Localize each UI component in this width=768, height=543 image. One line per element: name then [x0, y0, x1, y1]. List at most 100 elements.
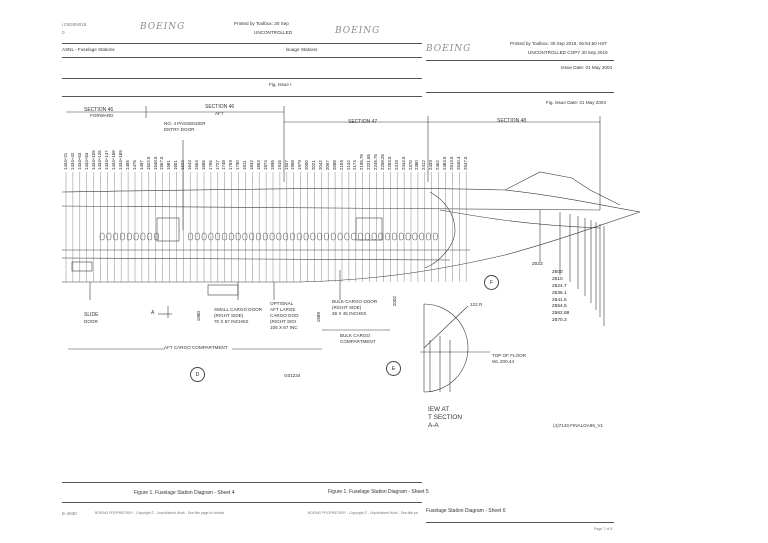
window-mark [419, 232, 425, 241]
ref-code-2: (4)7143.FINALOA95_V1 [553, 423, 604, 428]
station-right-item: 2541.5 [552, 297, 567, 303]
circle-e: E [386, 361, 401, 376]
window-mark [126, 232, 132, 241]
window-mark [296, 232, 302, 241]
window-mark [337, 232, 343, 241]
uncontrolled-2: UNCONTROLLED COPY 30 Sep 2019 [528, 50, 608, 55]
caption-sheet-5: Figure 1. Fuselage Station Diagram - She… [328, 489, 429, 495]
header-rule-5 [426, 92, 614, 93]
window-mark [310, 232, 316, 241]
proprietary-1: BOEING PROPRIETARY - Copyright © - Unpub… [95, 511, 225, 515]
fig-issue-date: Fig. Issue Date: 01 May 2004 [546, 100, 607, 105]
header-rule-3 [426, 60, 614, 61]
station-right-item: 2570.3 [552, 318, 567, 324]
uncontrolled-1: UNCONTROLLED [254, 30, 293, 35]
window-mark [324, 232, 329, 241]
small-cargo-3: 70 X 67 INCHES [214, 319, 249, 324]
boeing-logo-2: BOEING [335, 26, 381, 36]
window-mark [188, 232, 193, 241]
slide-door-label: SLIDE [84, 312, 99, 318]
window-mark [426, 232, 431, 241]
window-mark [412, 232, 418, 241]
window-mark [133, 232, 139, 241]
section-46-aft-sub: AFT [215, 111, 224, 116]
boeing-logo-3: BOEING [426, 44, 472, 54]
station-list-right-2: 2500 2510 2524.7 2536.1 2541.5 2554.5 25… [552, 270, 569, 325]
station-right-item: 2524.7 [552, 283, 567, 289]
floor-label-2: WL 200.44 [492, 359, 515, 364]
window-mark [235, 232, 241, 241]
station-right-item: 2562.88 [552, 311, 570, 317]
caption-sheet-6: Fuselage Station Diagram - Sheet 6 [426, 508, 506, 514]
window-mark [222, 232, 227, 241]
doc-rev: 0 [62, 30, 65, 35]
window-mark [262, 232, 268, 241]
window-mark [201, 232, 207, 241]
window-mark [99, 232, 105, 241]
window-mark [392, 232, 397, 241]
small-cargo-2: (RIGHT SIDE) [214, 313, 244, 318]
window-mark [364, 232, 370, 241]
footer-rule-3 [426, 522, 614, 523]
bulk-door-2: (RIGHT SIDE) [332, 305, 362, 310]
sta-1580: 1580 [196, 311, 201, 322]
footer-rule-2 [62, 502, 422, 503]
proprietary-2: BOEING PROPRIETARY - Copyright © - Unpub… [308, 511, 418, 515]
station-right-item: 2023 [532, 262, 543, 267]
caption-sheet-4: Figure 1. Fuselage Station Diagram - She… [134, 490, 235, 496]
window-mark [405, 232, 411, 241]
small-cargo-1: SMALL CARGO DOOR [214, 307, 263, 312]
section-46-aft: SECTION 46 [205, 104, 235, 110]
slide-door-sub: DOOR [84, 319, 98, 324]
window-mark [351, 232, 357, 241]
bulk-comp-1: BULK CARGO [340, 333, 371, 338]
station-right-item: 2554.5 [552, 304, 567, 310]
circle-f: F [484, 275, 499, 290]
sta-2002: 2002 [392, 296, 397, 307]
window-mark [432, 232, 438, 241]
window-mark [106, 232, 112, 241]
window-mark [378, 232, 384, 241]
page-left: E-4030 [62, 511, 77, 516]
window-mark [290, 232, 295, 241]
optional-door-1: OPTIONAL [270, 301, 294, 306]
view-a-marker: A [151, 310, 155, 316]
window-mark [283, 232, 289, 241]
window-mark [276, 232, 282, 241]
optional-door-5: 106 X 67 INC [270, 325, 298, 330]
optional-door-2: AFT LARGE [270, 307, 296, 312]
view-label-1: IEW AT [428, 406, 450, 413]
window-mark [385, 232, 391, 241]
bulk-comp-2: COMPARTMENT [340, 339, 376, 344]
page-right: Page 7 of 8 [594, 527, 613, 531]
header-rule-1 [62, 43, 422, 44]
window-mark [249, 232, 255, 241]
window-mark [147, 232, 153, 241]
optional-door-4: (RIGHT SIDI [270, 319, 296, 324]
bulk-door-3: 38 X 45 INCHES [332, 311, 367, 316]
view-label-2: T SECTION [428, 414, 462, 421]
section-46-fwd-sub: FORWARD [90, 113, 114, 118]
window-mark [208, 232, 214, 241]
window-mark [256, 232, 261, 241]
station-right-item: 2536.1 [552, 290, 567, 296]
doc-ref: i D634N018 [62, 22, 87, 27]
window-mark [317, 232, 323, 241]
section-46-fwd: SECTION 46 [84, 107, 114, 113]
door-label-2: ENTRY DOOR [164, 127, 195, 132]
sta-1589: 1589 [316, 312, 321, 323]
window-mark [215, 232, 221, 241]
printed-by-1: Printed by Toolbox: 30 Sep [234, 21, 289, 26]
fig-issue: Fig. Issue I [269, 82, 292, 87]
floor-label-1: TOP OF FLOOR [492, 353, 527, 358]
window-mark [371, 232, 377, 241]
header-rule-4 [62, 78, 422, 79]
window-mark [303, 232, 309, 241]
window-mark [120, 232, 125, 241]
issue-date: Issue Date: 01 May 2004 [561, 65, 613, 70]
window-mark [330, 232, 336, 241]
radius-label: 122 R [470, 302, 483, 307]
ref-code: G01234 [284, 373, 301, 378]
